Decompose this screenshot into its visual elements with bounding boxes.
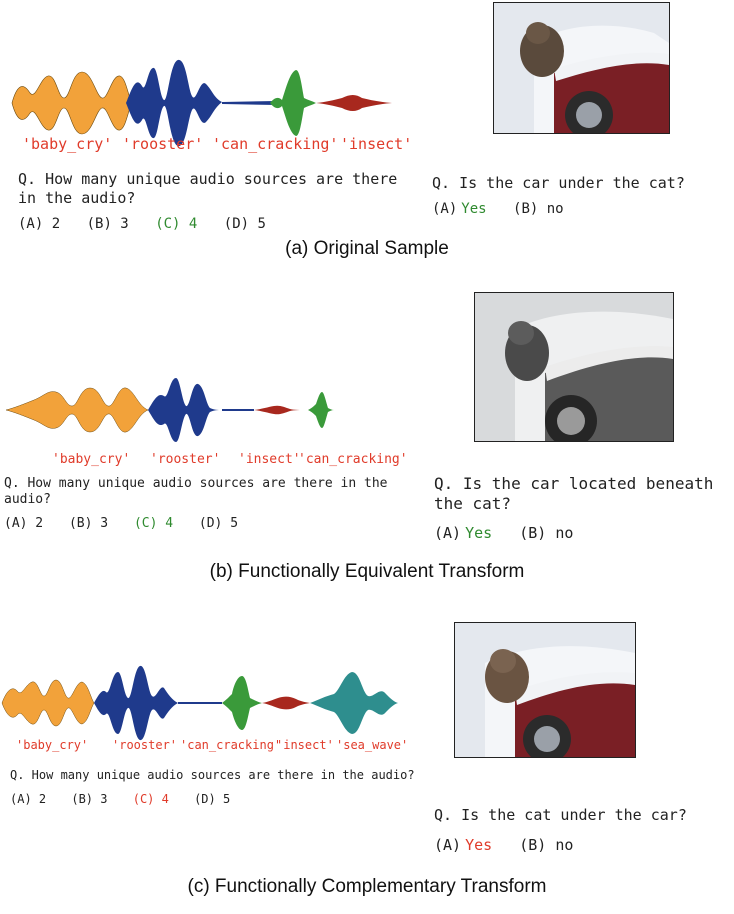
audio-option-d: (D) 5 [194, 792, 231, 806]
wave-flat [222, 409, 254, 411]
image-option-b: (B) no [513, 201, 564, 217]
wave-can-cracking [270, 70, 316, 136]
image-options: (A)Yes (B) no [432, 201, 582, 217]
cat-car-drawing-flipped [455, 623, 635, 757]
image-options: (A)Yes (B) no [434, 836, 591, 854]
audio-label-3: 'can_cracking' [180, 738, 282, 752]
audio-option-c-correct: (C) 4 [155, 216, 198, 232]
wave-rooster [94, 665, 178, 741]
audio-question: Q. How many unique audio sources are the… [4, 476, 388, 508]
audio-label-3: 'can_cracking' [212, 135, 339, 153]
wave-baby-cry [11, 71, 133, 135]
image-options: (A)Yes (B) no [434, 524, 591, 542]
panel-original: 'baby_cry' 'rooster' 'can_cracking' 'ins… [0, 0, 734, 265]
image-option-a-prefix: (A) [434, 524, 462, 542]
audio-option-a: (A) 2 [4, 516, 44, 531]
audio-label-4: 'insect' [340, 135, 413, 153]
caption-a: (a) Original Sample [285, 238, 449, 259]
caption-c: (c) Functionally Complementary Transform [187, 876, 547, 897]
audio-question: Q. How many unique audio sources are the… [18, 170, 398, 207]
wave-flat [178, 702, 222, 704]
audio-option-b: (B) 3 [86, 216, 129, 232]
wave-baby-cry [5, 387, 149, 433]
audio-label-1: 'baby_cry' [52, 452, 131, 467]
cat-car-drawing-bw [475, 293, 673, 441]
image-option-a-yes: Yes [465, 524, 493, 542]
wave-can-cracking [222, 676, 262, 730]
audio-option-b: (B) 3 [68, 516, 109, 531]
panel-complementary: 'baby_cry' 'rooster' 'can_cracking' 'ins… [0, 610, 734, 914]
audio-options: (A) 2 (B) 3 (C) 4 (D) 5 [10, 792, 248, 806]
audio-option-b: (B) 3 [71, 792, 108, 806]
panel-equivalent: 'baby_cry' 'rooster' 'insect' 'can_crack… [0, 280, 734, 590]
audio-question: Q. How many unique audio sources are the… [10, 768, 415, 782]
waveform-equivalent [5, 378, 334, 442]
cat-car-photo-flipped [454, 622, 636, 758]
image-option-b: (B) no [519, 836, 574, 854]
audio-option-c-correct: (C) 4 [133, 516, 174, 531]
image-question: Q. Is the cat under the car? [434, 806, 687, 824]
caption-b: (b) Functionally Equivalent Transform [209, 561, 525, 582]
audio-option-c-wrong: (C) 4 [132, 792, 169, 806]
cat-car-drawing [494, 3, 669, 133]
audio-label-4: 'insect' [276, 738, 334, 752]
wave-insect [316, 95, 392, 111]
audio-label-1: 'baby_cry' [22, 135, 113, 153]
image-option-b: (B) no [519, 524, 574, 542]
wave-can-cracking [308, 392, 334, 428]
audio-label-5: 'sea_wave' [336, 738, 409, 752]
audio-option-d: (D) 5 [223, 216, 266, 232]
audio-label-4: 'can_cracking' [298, 452, 408, 467]
audio-label-1: 'baby_cry' [16, 738, 89, 752]
audio-option-a: (A) 2 [18, 216, 61, 232]
wave-rooster [126, 59, 222, 147]
wave-flat [222, 101, 276, 105]
audio-label-2: 'rooster' [112, 738, 178, 752]
audio-option-d: (D) 5 [198, 516, 239, 531]
wave-insect [262, 696, 310, 710]
image-option-a-yes: Yes [461, 201, 487, 217]
wave-insect [254, 405, 308, 415]
audio-options: (A) 2 (B) 3 (C) 4 (D) 5 [4, 516, 256, 531]
wave-baby-cry [1, 679, 95, 727]
image-option-a-prefix: (A) [432, 201, 458, 217]
audio-label-3: 'insect' [238, 452, 301, 467]
image-question: Q. Is the car located beneath the cat? [434, 474, 714, 513]
audio-option-a: (A) 2 [10, 792, 47, 806]
audio-label-2: 'rooster' [122, 135, 204, 153]
audio-label-2: 'rooster' [150, 452, 221, 467]
cat-car-photo-bw [474, 292, 674, 442]
image-option-a-prefix: (A) [434, 836, 462, 854]
image-question: Q. Is the car under the cat? [432, 174, 685, 192]
wave-sea-wave [310, 672, 398, 734]
audio-options: (A) 2 (B) 3 (C) 4 (D) 5 [18, 216, 284, 232]
cat-car-photo [493, 2, 670, 134]
waveform-complementary [1, 665, 398, 741]
waveform-original [11, 59, 392, 147]
wave-rooster [148, 378, 222, 442]
image-option-a-yes: Yes [465, 836, 493, 854]
